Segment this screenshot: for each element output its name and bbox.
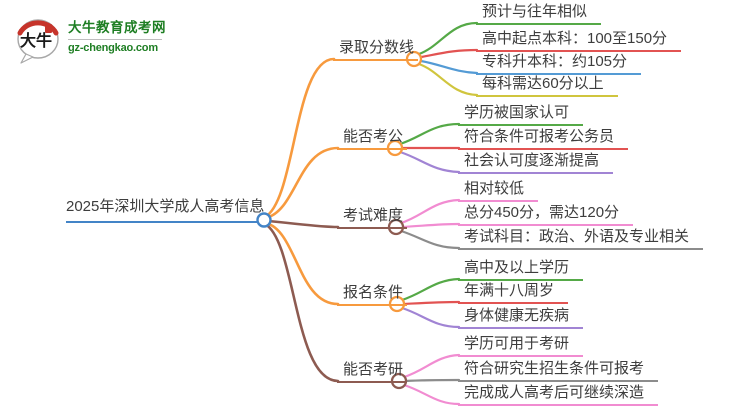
branch-admission-score[interactable]: 录取分数线 <box>333 39 419 61</box>
logo-divider <box>68 39 162 40</box>
logo-domain: gz-chengkao.com <box>68 42 158 54</box>
sub-curve <box>400 306 461 329</box>
sub-curve <box>417 21 479 56</box>
sub-curve <box>419 59 479 75</box>
sub-curve <box>398 150 461 174</box>
sub-curve <box>400 222 461 229</box>
branch-postgraduate[interactable]: 能否考研 <box>337 361 408 383</box>
logo-text-block: 大牛教育成考网 gz-chengkao.com <box>68 14 166 55</box>
sub-topic[interactable]: 年满十八周岁 <box>458 282 569 304</box>
sub-curve <box>399 229 461 250</box>
sub-topic[interactable]: 高中起点本科：100至150分 <box>476 30 682 52</box>
sub-topic[interactable]: 总分450分，需达120分 <box>458 204 634 226</box>
branch-curve <box>263 57 336 219</box>
sub-curve <box>419 48 479 59</box>
sub-curve <box>403 378 461 383</box>
sub-curve <box>402 383 461 406</box>
sub-curve <box>401 300 461 306</box>
branch-civil-service[interactable]: 能否考公 <box>337 128 408 150</box>
sub-topic[interactable]: 身体健康无疾病 <box>458 307 584 329</box>
logo-mark-text: 大牛 <box>20 31 52 50</box>
site-logo[interactable]: 大牛 大牛教育成考网 gz-chengkao.com <box>14 14 166 64</box>
branch-curve <box>263 222 340 383</box>
branch-curve <box>266 219 340 229</box>
sub-topic[interactable]: 考试科目：政治、外语及专业相关 <box>458 228 704 250</box>
branch-curve <box>264 221 340 306</box>
sub-topic[interactable]: 每科需达60分以上 <box>476 75 618 97</box>
sub-topic[interactable]: 符合研究生招生条件可报考 <box>458 360 659 382</box>
central-topic[interactable]: 2025年深圳大学成人高考信息 <box>66 197 264 223</box>
sub-topic[interactable]: 预计与往年相似 <box>476 3 602 25</box>
sub-topic[interactable]: 学历可用于考研 <box>458 335 584 357</box>
sub-topic[interactable]: 完成成人高考后可继续深造 <box>458 384 659 406</box>
sub-topic[interactable]: 专科升本科：约105分 <box>476 53 642 75</box>
branch-curve <box>264 146 340 220</box>
sub-curve <box>400 277 461 302</box>
branch-exam-difficulty[interactable]: 考试难度 <box>337 207 408 229</box>
sub-topic[interactable]: 学历被国家认可 <box>458 104 584 126</box>
sub-topic[interactable]: 社会认可度逐渐提高 <box>458 152 614 174</box>
center-junction[interactable] <box>256 212 272 228</box>
sub-topic[interactable]: 高中及以上学历 <box>458 259 584 281</box>
sub-curve <box>402 353 461 379</box>
sub-curve <box>417 62 479 97</box>
branch-apply-conditions[interactable]: 报名条件 <box>337 284 408 306</box>
sub-curve <box>399 198 461 225</box>
sub-curve <box>398 122 461 146</box>
logo-title: 大牛教育成考网 <box>68 20 166 35</box>
sub-topic[interactable]: 相对较低 <box>458 180 539 202</box>
sub-topic[interactable]: 符合条件可报考公务员 <box>458 128 629 150</box>
logo-bubble-icon: 大牛 <box>17 19 59 64</box>
